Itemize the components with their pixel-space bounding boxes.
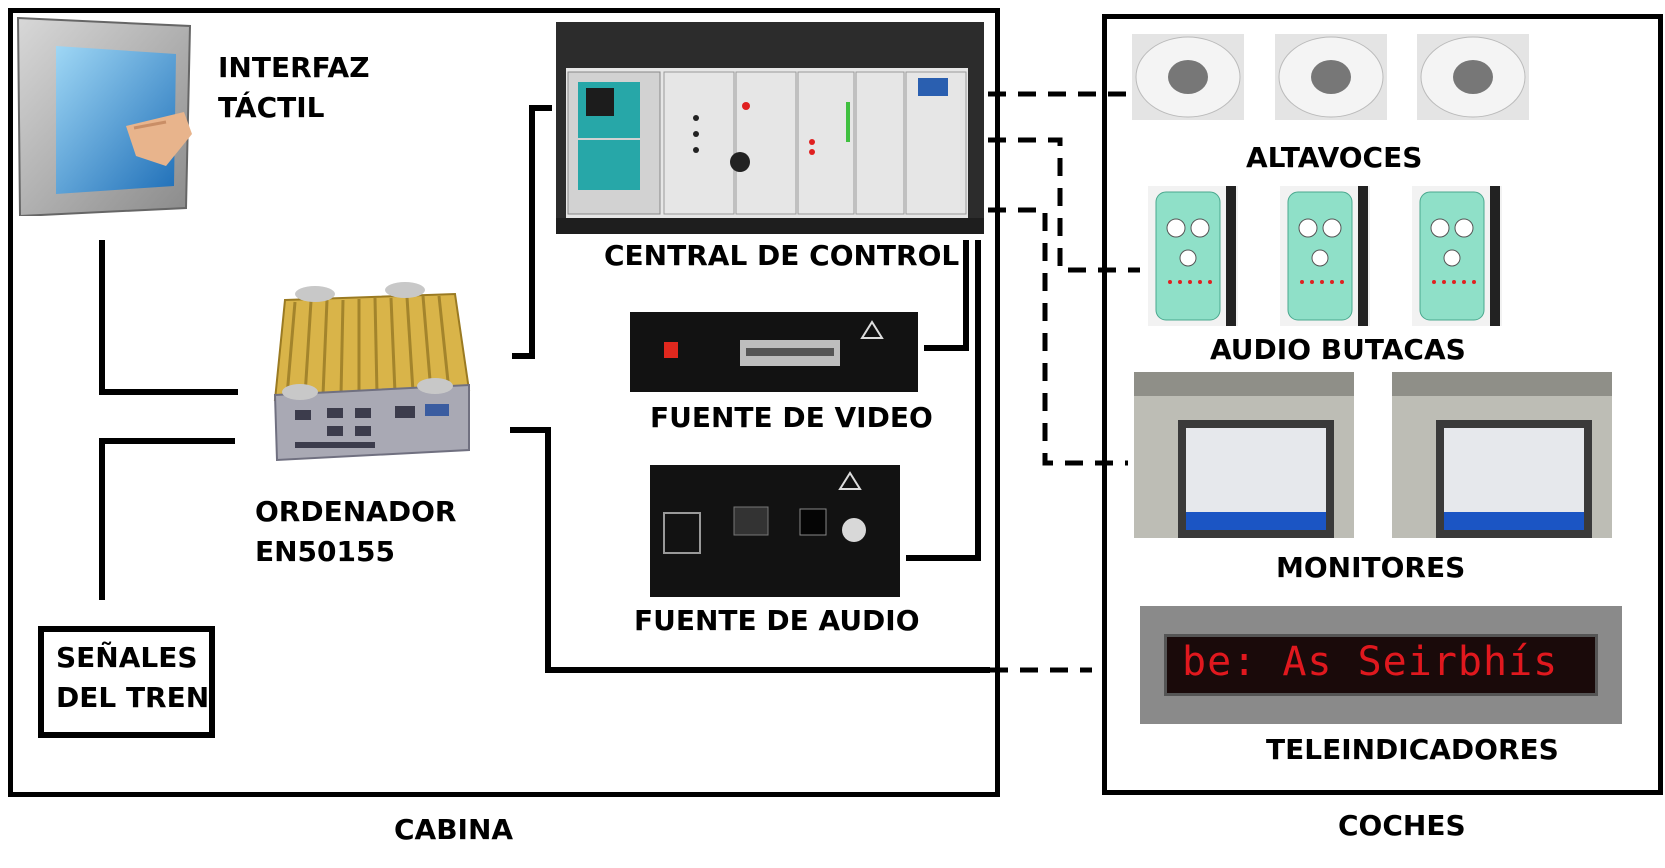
monitor-image: [1134, 372, 1354, 538]
seat-audio-image: [1148, 186, 1238, 326]
wire-ordenador-central: [512, 105, 552, 359]
speaker-image: [1417, 34, 1529, 120]
led-display-image: be: As Seirbhís: [1140, 606, 1622, 724]
senales-del-tren-box: [38, 626, 215, 738]
monitores-label: MONITORES: [1276, 551, 1466, 584]
wire-central-butacas: [988, 137, 1140, 273]
video-source-image: [630, 312, 918, 392]
audio-source-image: [650, 465, 900, 597]
teleindicadores-label: TELEINDICADORES: [1266, 733, 1559, 766]
ordenador-label: ORDENADOR EN50155: [255, 495, 457, 568]
fuente-de-audio-label: FUENTE DE AUDIO: [634, 604, 920, 637]
altavoces-label: ALTAVOCES: [1246, 141, 1423, 174]
wire-central-audio: [906, 240, 981, 561]
speaker-image: [1275, 34, 1387, 120]
wire-senales-ordenador: [99, 438, 235, 600]
wire-interfaz-ordenador: [99, 240, 238, 395]
cabina-label: CABINA: [394, 813, 514, 846]
led-display-panel: [1164, 634, 1598, 696]
senales-del-tren-label: SEÑALES DEL TREN: [56, 641, 210, 714]
control-central-image: [556, 22, 984, 234]
speaker-image: [1132, 34, 1244, 120]
audio-butacas-label: AUDIO BUTACAS: [1210, 333, 1466, 366]
cabina-zone: [8, 8, 1000, 797]
coches-label: COCHES: [1338, 809, 1466, 842]
seat-audio-image: [1412, 186, 1502, 326]
wire-ordenador-teleindicadores: [510, 427, 990, 673]
monitor-image: [1392, 372, 1612, 538]
touch-interface-image: [16, 16, 192, 216]
wire-central-monitores: [988, 207, 1128, 466]
computer-image: [255, 280, 477, 470]
interfaz-tactil-label: INTERFAZ TÁCTIL: [218, 51, 370, 124]
central-de-control-label: CENTRAL DE CONTROL: [604, 239, 960, 272]
fuente-de-video-label: FUENTE DE VIDEO: [650, 401, 933, 434]
wire-central-video: [924, 240, 969, 351]
seat-audio-image: [1280, 186, 1370, 326]
led-display-text: be: As Seirbhís: [1182, 639, 1559, 685]
coches-zone: [1102, 14, 1663, 795]
